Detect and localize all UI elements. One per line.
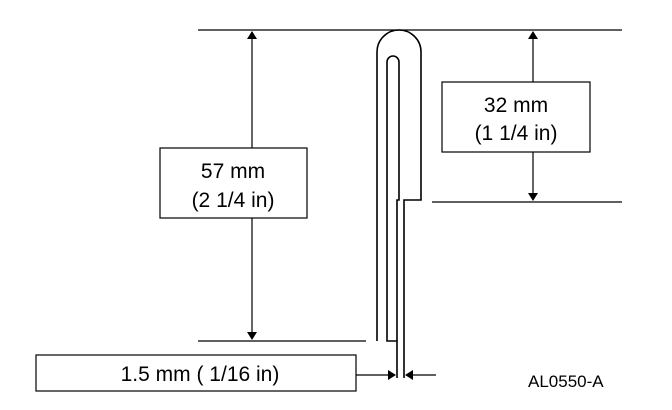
strip-inner-outline	[386, 55, 400, 378]
figure-code: AL0550-A	[528, 372, 604, 391]
bend-height-mm: 32 mm	[484, 94, 548, 117]
total-height-label-box	[159, 147, 308, 219]
total-height-mm: 57 mm	[201, 160, 265, 183]
total-height-inch: (2 1/4 in)	[192, 189, 275, 212]
strip-outer-outline	[376, 29, 422, 378]
bend-height-label-box	[441, 81, 591, 153]
thickness-label-box	[35, 354, 357, 392]
bend-height-inch: (1 1/4 in)	[475, 122, 558, 145]
thickness-label: 1.5 mm ( 1/16 in)	[121, 363, 280, 386]
